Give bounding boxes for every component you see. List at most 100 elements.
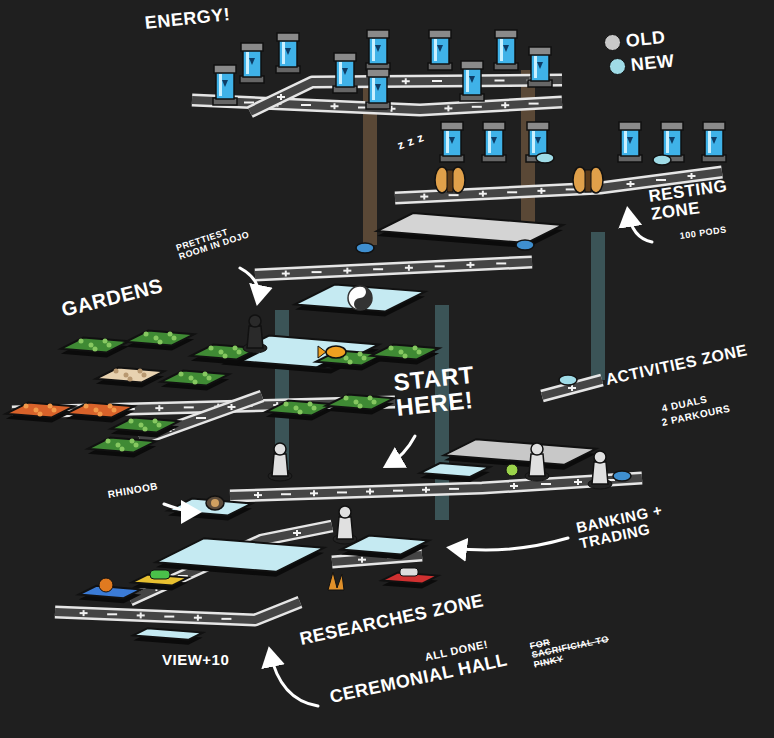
corridor-mark [447, 105, 449, 111]
plant [94, 408, 99, 413]
pod-cap [495, 30, 517, 38]
yin-yang [348, 286, 372, 310]
activity-room [444, 439, 596, 465]
plant [158, 340, 163, 345]
plant [138, 369, 143, 374]
legend-text: OLD [625, 28, 666, 51]
yin-yang [354, 286, 372, 310]
hand-label: ENERGY! [144, 5, 231, 33]
corridor [255, 262, 532, 275]
corridor-mark [257, 492, 259, 498]
corridor-mark [184, 406, 194, 408]
research-room [156, 538, 324, 572]
plant [308, 402, 313, 407]
pod-shine [372, 39, 375, 61]
garden-tile [161, 371, 229, 386]
door-pin [653, 155, 671, 165]
corridor [230, 478, 642, 496]
plant [362, 356, 367, 361]
view-tile [133, 628, 202, 640]
pod-shine [246, 52, 249, 74]
plant [24, 404, 29, 409]
hand-label: VIEW+10 [162, 652, 229, 668]
pod-cap [241, 43, 263, 51]
corridor-mark [691, 173, 693, 179]
corridor-mark [435, 265, 445, 267]
plant [98, 412, 103, 417]
pod-shine [534, 56, 537, 78]
pod-arrow [437, 45, 443, 52]
pod-shine [500, 39, 503, 61]
plant [358, 404, 363, 409]
energy-pod [431, 37, 449, 64]
leader-arrow [164, 504, 196, 512]
plant [48, 404, 53, 409]
plant [219, 350, 224, 355]
corridor-mark [432, 80, 442, 82]
statue-head [339, 506, 351, 518]
duel-marker [506, 464, 518, 476]
garden-tile [111, 418, 179, 433]
elevator-shaft [275, 310, 289, 470]
pod-cap [527, 122, 549, 130]
hand-label: PRETTIEST ROOM IN DOJO [175, 222, 251, 263]
plant [108, 404, 113, 409]
corridor-mark [541, 483, 551, 485]
plant [233, 346, 238, 351]
item [99, 578, 113, 592]
plant [203, 372, 208, 377]
corridor-mark [164, 616, 174, 618]
plant [154, 336, 159, 341]
corridor-mark [312, 271, 322, 273]
corridor-mark [571, 385, 573, 391]
plant [124, 373, 129, 378]
plant [368, 396, 373, 401]
corridor-mark [373, 268, 383, 270]
statue-head [531, 443, 543, 455]
pod-shine [372, 78, 375, 100]
plant [120, 447, 125, 452]
garden-tile [371, 345, 439, 360]
energy-pod [497, 37, 515, 64]
pod-arrow [449, 137, 455, 144]
plant [106, 439, 111, 444]
corridor-edge [230, 478, 642, 496]
pod-cap [461, 61, 483, 69]
plant [144, 332, 149, 337]
door-pin [613, 471, 631, 481]
plant [354, 400, 359, 405]
statue [337, 517, 353, 539]
pod-arrow [711, 137, 717, 144]
plant [403, 354, 408, 359]
plant [284, 402, 289, 407]
pod-arrow [375, 45, 381, 52]
plant [179, 372, 184, 377]
statue [592, 462, 608, 484]
pod-cap [619, 122, 641, 130]
plant [207, 376, 212, 381]
plant [294, 406, 299, 411]
hand-label: RHINOOB [107, 481, 159, 500]
plant [328, 572, 344, 590]
plant [372, 400, 377, 405]
plant [153, 419, 158, 424]
plant [52, 408, 57, 413]
door-pin [356, 243, 374, 253]
plant [130, 439, 135, 444]
plant [103, 339, 108, 344]
statue-body [447, 170, 453, 192]
plant [237, 350, 242, 355]
corridor-mark [472, 106, 482, 108]
corridor-mark [393, 490, 403, 492]
corridor-mark [296, 530, 298, 536]
plant [358, 352, 363, 357]
energy-pod [529, 129, 547, 156]
corridor [130, 526, 332, 600]
garden-tile [96, 368, 164, 383]
corridor-mark [513, 483, 515, 489]
pod-cap [661, 122, 683, 130]
plant [38, 412, 43, 417]
corridor [250, 80, 562, 112]
plant [209, 346, 214, 351]
corridor-mark [482, 191, 484, 197]
